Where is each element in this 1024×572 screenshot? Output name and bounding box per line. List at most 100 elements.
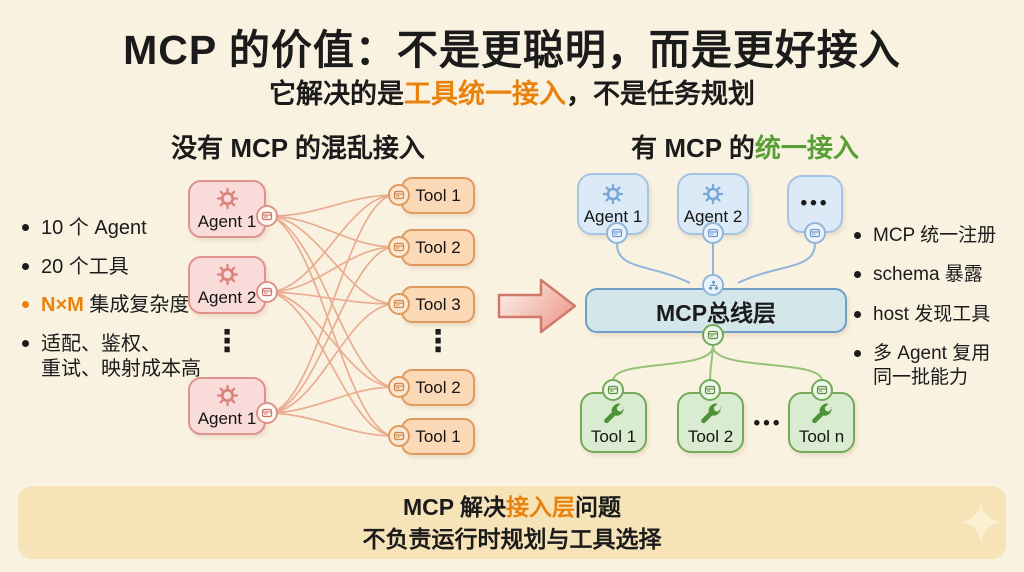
tool-label: Tool 1 — [415, 426, 461, 446]
agent-port-badge — [606, 222, 628, 244]
gear-icon — [216, 263, 238, 286]
tool-port-badge — [388, 236, 410, 258]
tool-port-badge — [388, 376, 410, 398]
agent-port-badge — [702, 222, 724, 244]
bullet-dot — [22, 339, 29, 347]
tool-label: Tool 2 — [415, 237, 461, 257]
window-icon — [261, 211, 273, 221]
bullet-line2: 重试、映射成本高 — [41, 358, 201, 381]
window-icon — [393, 299, 405, 309]
agent-label: Agent 1 — [197, 212, 257, 231]
gear-icon — [602, 183, 624, 204]
agent-label: Agent 2 — [683, 206, 743, 226]
window-icon — [704, 385, 716, 395]
agent-label: Agent 2 — [197, 288, 257, 307]
list-item: MCP 统一注册 — [852, 224, 1024, 248]
window-icon — [261, 408, 273, 418]
right-header-prefix: 有 MCP 的 — [631, 133, 755, 163]
footer-banner: MCP 解决接入层问题 不负责运行时规划与工具选择 — [18, 486, 1006, 559]
agent-port-badge — [804, 222, 826, 244]
window-icon — [393, 382, 405, 392]
horizontal-ellipsis: ••• — [800, 193, 830, 214]
tool-label: Tool 1 — [415, 185, 461, 205]
tool-node: Tool n — [788, 392, 855, 453]
horizontal-ellipsis: ••• — [753, 413, 783, 434]
footer-line1-suffix: 问题 — [575, 493, 622, 520]
bullet-line1: 多 Agent 复用 — [873, 342, 991, 364]
wrench-icon — [604, 403, 625, 424]
window-icon — [707, 228, 719, 238]
transition-arrow — [496, 272, 580, 345]
tool-label: Tool 3 — [415, 294, 461, 314]
window-icon — [393, 190, 405, 200]
list-item: N×M 集成复杂度 — [20, 293, 216, 319]
tool-port-badge — [811, 379, 833, 401]
tool-node: Tool 2 — [401, 229, 475, 266]
mesh-lines — [270, 194, 396, 437]
bullet-text: schema 暴露 — [873, 264, 983, 286]
right-header-highlight: 统一接入 — [754, 133, 859, 163]
left-section-header: 没有 MCP 的混乱接入 — [171, 133, 425, 163]
wrench-icon — [701, 403, 722, 424]
bullet-text-rest: 集成复杂度 — [83, 294, 190, 317]
bullet-dot — [854, 349, 861, 357]
subtitle-highlight: 工具统一接入 — [404, 79, 566, 109]
tool-port-badge — [388, 184, 410, 206]
list-item: 20 个工具 — [20, 255, 216, 281]
footer-line2: 不负责运行时规划与工具选择 — [362, 525, 662, 552]
tool-node: Tool 3 — [401, 286, 475, 323]
page-title: MCP 的价值：不是更聪明，而是更好接入 — [123, 27, 901, 73]
bullet-line2: 同一批能力 — [873, 367, 969, 389]
window-icon — [261, 287, 273, 297]
footer-line1: MCP 解决接入层问题 — [403, 492, 621, 522]
agent-port-badge — [256, 205, 278, 227]
bullet-text: 20 个工具 — [41, 255, 129, 278]
footer-line1-prefix: MCP 解决 — [402, 493, 507, 520]
vertical-ellipsis: ⋮ — [212, 324, 242, 359]
agent-node: Agent 1 — [188, 180, 266, 238]
bullet-text: 10 个 Agent — [41, 217, 147, 239]
subtitle-prefix: 它解决的是 — [269, 79, 404, 109]
agent-node: Agent 2 — [188, 256, 266, 314]
window-icon — [707, 330, 719, 340]
agent-label: Agent 1 — [583, 206, 643, 226]
window-icon — [393, 431, 405, 441]
bullet-text: MCP 统一注册 — [873, 225, 997, 246]
tool-port-badge — [699, 379, 721, 401]
tool-label: Tool n — [798, 427, 845, 446]
window-icon — [809, 228, 821, 238]
agent-label: Agent 1 — [197, 409, 257, 428]
agent-port-badge — [256, 281, 278, 303]
agent-node: Agent 2 — [677, 173, 749, 235]
hub-icon — [708, 280, 718, 290]
tool-label: Tool 1 — [590, 427, 637, 446]
bullet-text: N×M 集成复杂度 — [41, 293, 189, 319]
tool-node: Tool 1 — [580, 392, 647, 453]
tool-node: Tool 2 — [401, 369, 475, 406]
vertical-ellipsis: ⋮ — [423, 324, 453, 359]
tool-node: Tool 2 — [677, 392, 744, 453]
right-arrow-icon — [497, 278, 577, 334]
list-item: 多 Agent 复用同一批能力 — [852, 342, 1024, 391]
window-icon — [607, 385, 619, 395]
tool-node: Tool 1 — [401, 418, 475, 455]
bullet-dot — [22, 301, 29, 309]
bus-top-badge — [702, 274, 724, 296]
subtitle-suffix: ，不是任务规划 — [566, 79, 755, 109]
footer-line1-highlight: 接入层 — [506, 493, 576, 520]
nxm-highlight: N×M — [41, 294, 84, 317]
bullet-dot — [22, 262, 29, 270]
bullet-text: 多 Agent 复用同一批能力 — [873, 342, 990, 391]
gear-icon — [216, 384, 238, 407]
bus-label: MCP总线层 — [655, 299, 777, 326]
tool-label: Tool 2 — [687, 427, 734, 446]
tool-node: Tool 1 — [401, 177, 475, 214]
bus-to-tool-lines — [612, 345, 823, 382]
bullet-text: host 发现工具 — [873, 303, 991, 325]
left-bullet-list: 10 个 Agent 20 个工具 N×M 集成复杂度 适配、鉴权、重试、映射成… — [20, 216, 216, 396]
list-item: host 发现工具 — [852, 303, 1024, 327]
list-item: 10 个 Agent — [20, 216, 216, 242]
window-icon — [611, 228, 623, 238]
list-item: schema 暴露 — [852, 263, 1024, 287]
